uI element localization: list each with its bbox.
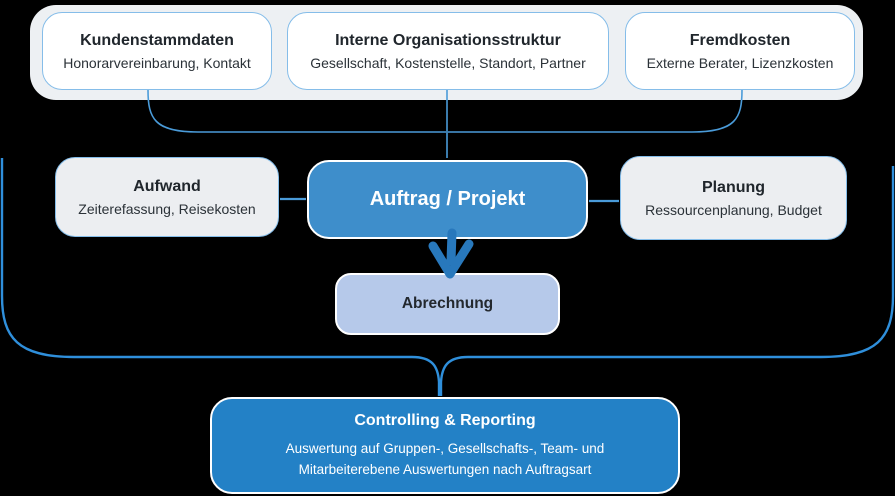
box-title: Controlling & Reporting [354,412,536,430]
box-fremdkosten: Fremdkosten Externe Berater, Lizenzkoste… [625,12,855,90]
box-title: Aufwand [133,177,201,195]
box-auftrag-projekt: Auftrag / Projekt [307,160,588,239]
box-aufwand: Aufwand Zeiterefassung, Reisekosten [55,157,279,237]
box-subtitle: Gesellschaft, Kostenstelle, Standort, Pa… [310,54,586,71]
box-title: Auftrag / Projekt [369,188,526,210]
box-title: Kundenstammdaten [80,31,234,49]
box-planung: Planung Ressourcenplanung, Budget [620,156,847,240]
box-controlling-reporting: Controlling & Reporting Auswertung auf G… [210,397,680,494]
box-title: Interne Organisationsstruktur [335,31,561,49]
box-interne-organisationsstruktur: Interne Organisationsstruktur Gesellscha… [287,12,609,90]
arrow-down-icon [428,228,474,279]
box-kundenstammdaten: Kundenstammdaten Honorarvereinbarung, Ko… [42,12,272,90]
box-subtitle: Honorarvereinbarung, Kontakt [63,54,251,71]
box-subtitle: Ressourcenplanung, Budget [645,201,822,218]
box-abrechnung: Abrechnung [335,273,560,335]
box-title: Planung [701,178,766,196]
box-body-text: Auswertung auf Gruppen-, Gesellschafts-,… [285,441,605,477]
box-title: Abrechnung [401,295,494,313]
box-subtitle: Externe Berater, Lizenzkosten [646,54,834,71]
box-title: Fremdkosten [689,31,791,49]
box-subtitle: Zeiterefassung, Reisekosten [78,200,256,217]
